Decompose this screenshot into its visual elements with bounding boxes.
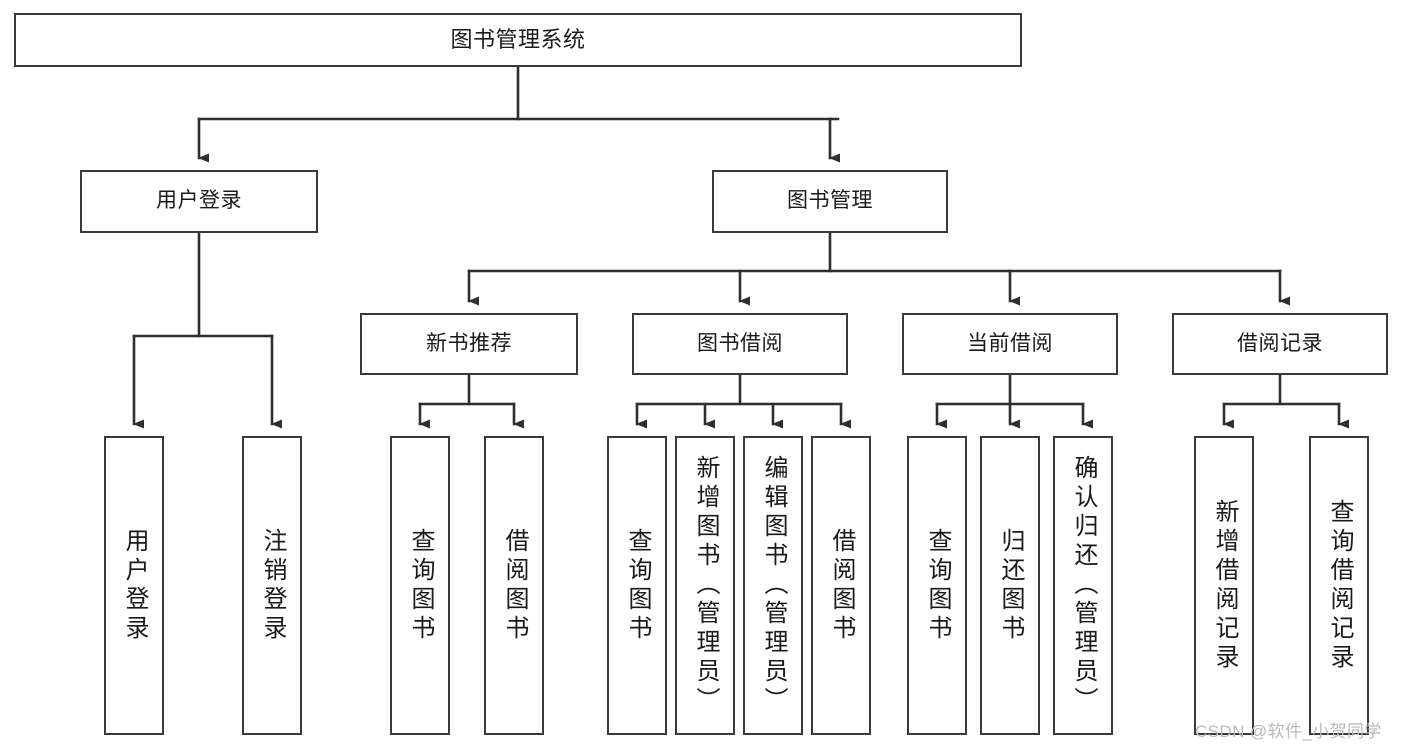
leaf-query-book-borrow[interactable]: 查询图书	[607, 436, 667, 735]
leaf-query-book-recommend[interactable]: 查询图书	[390, 436, 450, 735]
node-label: 查询图书	[407, 527, 434, 644]
node-label: 图书管理系统	[450, 27, 586, 53]
csdn-watermark: CSDN @软件_小贺同学	[1195, 722, 1382, 741]
node-label: 新书推荐	[426, 331, 512, 355]
leaf-borrow-book[interactable]: 借阅图书	[811, 436, 871, 735]
node-label: 查询图书	[924, 527, 951, 644]
node-label: 查询借阅记录	[1326, 498, 1353, 673]
leaf-return-book[interactable]: 归还图书	[980, 436, 1040, 735]
leaf-logout[interactable]: 注销登录	[242, 436, 302, 735]
leaf-query-borrow-record[interactable]: 查询借阅记录	[1309, 436, 1369, 735]
leaf-add-book-admin[interactable]: 新增图书（管理员）	[675, 436, 735, 735]
leaf-borrow-book-recommend[interactable]: 借阅图书	[484, 436, 544, 735]
node-borrow-record[interactable]: 借阅记录	[1172, 313, 1388, 375]
node-label: 用户登录	[156, 189, 242, 213]
node-label: 归还图书	[997, 527, 1024, 644]
node-label: 图书借阅	[697, 331, 783, 355]
leaf-query-book-current[interactable]: 查询图书	[907, 436, 967, 735]
leaf-edit-book-admin[interactable]: 编辑图书（管理员）	[743, 436, 803, 735]
node-label: 编辑图书（管理员）	[760, 455, 787, 716]
node-label: 借阅图书	[501, 527, 528, 644]
node-label: 借阅图书	[828, 527, 855, 644]
node-label: 当前借阅	[967, 331, 1053, 355]
leaf-confirm-return-admin[interactable]: 确认归还（管理员）	[1053, 436, 1113, 735]
node-user-login[interactable]: 用户登录	[80, 170, 318, 233]
leaf-add-borrow-record[interactable]: 新增借阅记录	[1194, 436, 1254, 735]
node-root-system[interactable]: 图书管理系统	[14, 13, 1022, 67]
node-label: 借阅记录	[1237, 331, 1323, 355]
node-label: 用户登录	[121, 527, 148, 644]
node-label: 新增图书（管理员）	[692, 455, 719, 716]
node-new-book-recommend[interactable]: 新书推荐	[360, 313, 578, 375]
node-label: 查询图书	[624, 527, 651, 644]
node-book-borrow[interactable]: 图书借阅	[632, 313, 848, 375]
node-label: 新增借阅记录	[1211, 498, 1238, 673]
node-label: 图书管理	[787, 189, 873, 213]
node-current-borrow[interactable]: 当前借阅	[902, 313, 1118, 375]
node-label: 确认归还（管理员）	[1070, 455, 1097, 716]
node-label: 注销登录	[259, 527, 286, 644]
leaf-user-login[interactable]: 用户登录	[104, 436, 164, 735]
node-book-management[interactable]: 图书管理	[712, 170, 948, 233]
